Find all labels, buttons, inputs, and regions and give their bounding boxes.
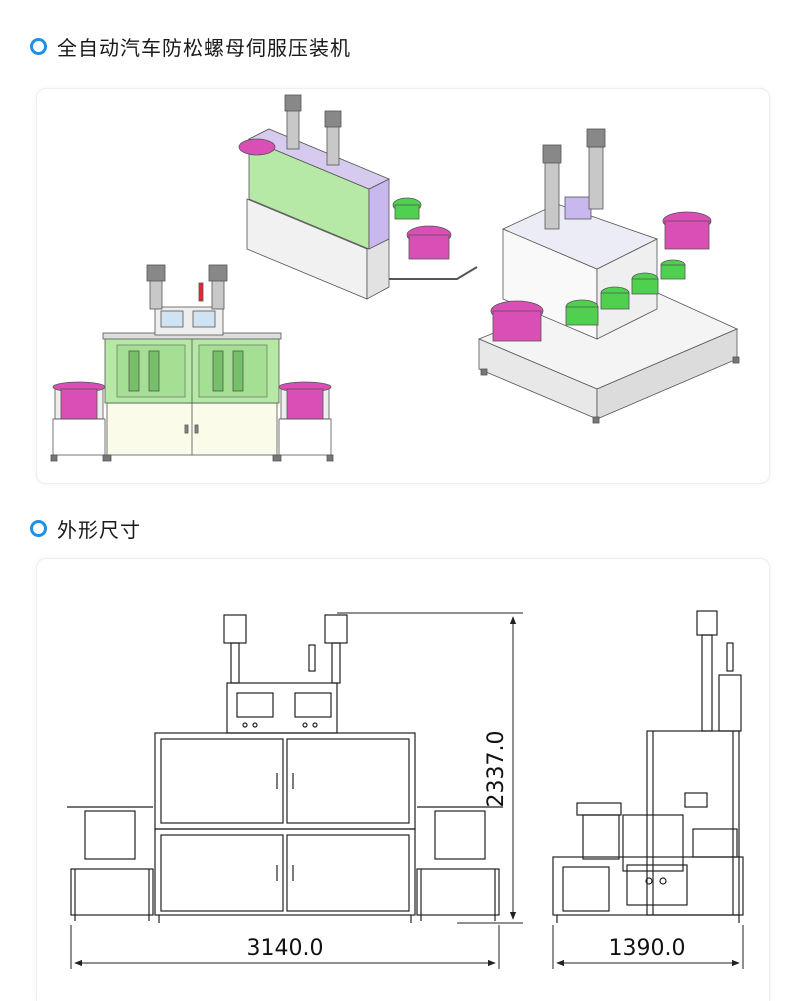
circle-bullet-icon bbox=[30, 520, 47, 537]
height-dimension bbox=[337, 612, 523, 924]
dimension-drawing: 2337.0 3140.0 bbox=[67, 610, 744, 969]
front-view-render bbox=[50, 264, 334, 462]
section-title-dimensions: 外形尺寸 bbox=[30, 514, 141, 543]
front-width-dimension bbox=[70, 925, 500, 969]
side-width-label: 1390.0 bbox=[609, 936, 686, 961]
circle-bullet-icon bbox=[30, 38, 47, 55]
machine-renderings bbox=[50, 94, 740, 462]
section-title-text: 外形尺寸 bbox=[57, 518, 141, 542]
isometric-render-top bbox=[238, 94, 478, 300]
isometric-render-right bbox=[477, 128, 740, 424]
section-title-text: 全自动汽车防松螺母伺服压装机 bbox=[57, 36, 351, 60]
height-dimension-label: 2337.0 bbox=[484, 731, 509, 808]
product-images-card bbox=[36, 88, 770, 484]
front-width-label: 3140.0 bbox=[247, 936, 324, 961]
dimension-drawing-card: 2337.0 3140.0 bbox=[36, 558, 770, 1001]
section-title-machine: 全自动汽车防松螺母伺服压装机 bbox=[30, 32, 351, 61]
side-elevation bbox=[552, 610, 744, 923]
side-width-dimension bbox=[552, 925, 744, 969]
front-elevation bbox=[67, 614, 503, 923]
